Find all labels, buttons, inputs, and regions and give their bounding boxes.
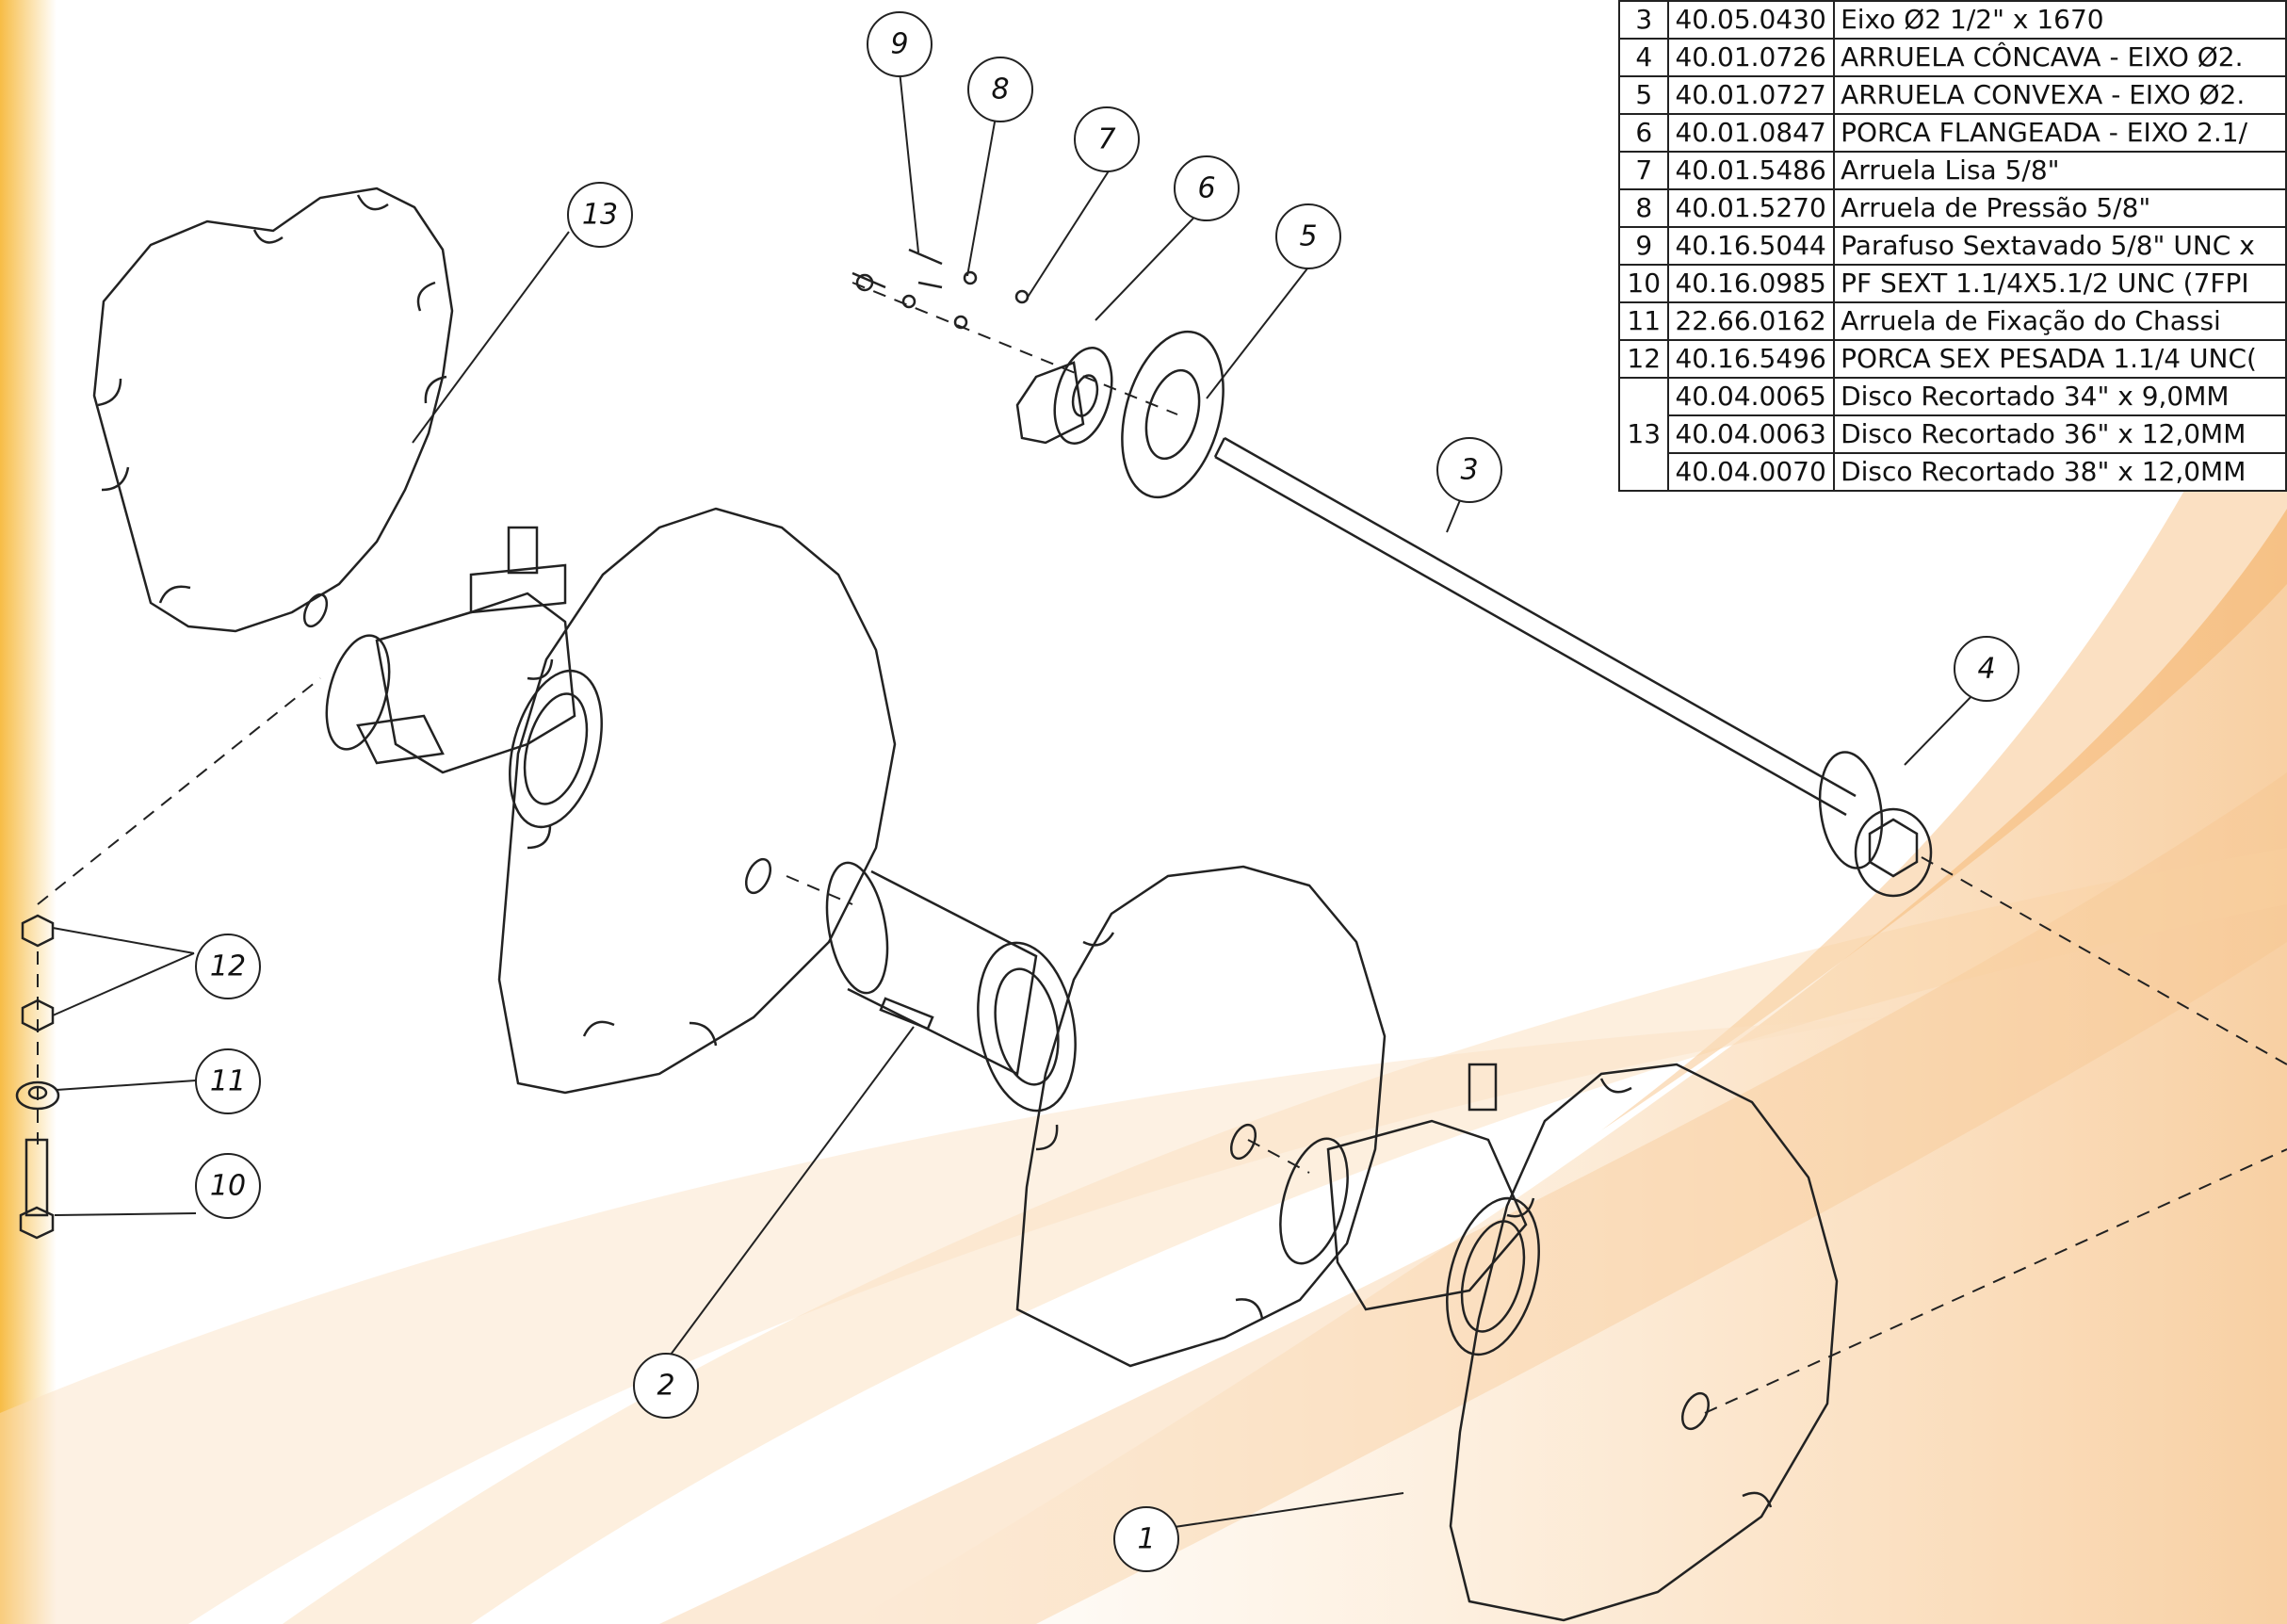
callout-12 — [195, 934, 261, 999]
axle-shaft — [1213, 436, 1933, 898]
table-row: 9 40.16.5044 Parafuso Sextavado 5/8" UNC… — [1617, 226, 2287, 266]
item-number: 4 — [1617, 38, 1670, 77]
item-number: 7 — [1617, 151, 1670, 190]
part-description: Disco Recortado 36" x 12,0MM — [1833, 414, 2287, 454]
item-number: 10 — [1617, 264, 1670, 303]
table-row: 40.04.0063 Disco Recortado 36" x 12,0MM — [1619, 414, 2287, 454]
callout-label-5: 5 — [1299, 220, 1317, 253]
table-row: 10 40.16.0985 PF SEXT 1.1/4X5.1/2 UNC (7… — [1617, 264, 2287, 303]
flanged-nut — [1015, 347, 1113, 445]
callout-13 — [567, 182, 633, 248]
table-row: 7 40.01.5486 Arruela Lisa 5/8" — [1617, 151, 2287, 190]
callout-1 — [1113, 1506, 1179, 1572]
part-description: Arruela de Pressão 5/8" — [1833, 188, 2287, 228]
disc-bottom-right — [1449, 1063, 1839, 1622]
callout-label-9: 9 — [890, 28, 908, 61]
bearing-housing-left — [325, 526, 603, 829]
part-code: 40.05.0430 — [1667, 0, 1836, 40]
callout-label-1: 1 — [1137, 1523, 1155, 1556]
part-description: Disco Recortado 34" x 9,0MM — [1833, 377, 2287, 416]
disc-13 — [92, 187, 454, 633]
table-row: 11 22.66.0162 Arruela de Fixação do Chas… — [1617, 301, 2287, 341]
item-number: 5 — [1617, 75, 1670, 115]
callout-3 — [1436, 437, 1502, 503]
parts-list-table: 3 40.05.0430 Eixo Ø2 1/2" x 1670 4 40.01… — [1617, 0, 2287, 492]
item-number: 8 — [1617, 188, 1670, 228]
table-row: 3 40.05.0430 Eixo Ø2 1/2" x 1670 — [1617, 0, 2287, 40]
table-row: 13 40.04.0065 Disco Recortado 34" x 9,0M… — [1617, 377, 2287, 492]
callout-label-6: 6 — [1197, 172, 1215, 205]
part-code: 40.01.0847 — [1667, 113, 1836, 153]
part-code: 40.16.5496 — [1667, 339, 1836, 379]
part-code: 40.01.5270 — [1667, 188, 1836, 228]
callout-4 — [1954, 636, 2019, 702]
part-code: 40.04.0070 — [1667, 452, 1836, 492]
callout-5 — [1275, 203, 1341, 269]
spacer-tube — [825, 861, 1077, 1112]
callout-label-3: 3 — [1460, 454, 1478, 487]
part-code: 40.01.0726 — [1667, 38, 1836, 77]
disc-center — [1015, 865, 1387, 1368]
part-description: ARRUELA CÔNCAVA - EIXO Ø2. — [1833, 38, 2287, 77]
disc-center-left — [497, 507, 897, 1095]
table-row: 4 40.01.0726 ARRUELA CÔNCAVA - EIXO Ø2. — [1617, 38, 2287, 77]
part-code: 40.16.5044 — [1667, 226, 1836, 266]
part-description: Arruela de Fixação do Chassi — [1833, 301, 2287, 341]
part-code: 40.04.0065 — [1667, 377, 1836, 416]
callout-label-11: 11 — [210, 1065, 246, 1098]
part-code: 40.01.0727 — [1667, 75, 1836, 115]
item-number: 6 — [1617, 113, 1670, 153]
item-number: 12 — [1617, 339, 1670, 379]
callout-7 — [1074, 106, 1140, 172]
part-description: Arruela Lisa 5/8" — [1833, 151, 2287, 190]
callout-label-4: 4 — [1977, 653, 1995, 686]
table-row: 6 40.01.0847 PORCA FLANGEADA - EIXO 2.1/ — [1617, 113, 2287, 153]
callout-2 — [633, 1353, 699, 1419]
bolts-and-washers — [852, 248, 1030, 330]
part-description: Disco Recortado 38" x 12,0MM — [1833, 452, 2287, 492]
convex-washer — [1121, 330, 1225, 499]
item-number: 3 — [1617, 0, 1670, 40]
item-number: 9 — [1617, 226, 1670, 266]
part-description: ARRUELA CONVEXA - EIXO Ø2. — [1833, 75, 2287, 115]
table-row: 5 40.01.0727 ARRUELA CONVEXA - EIXO Ø2. — [1617, 75, 2287, 115]
part-code: 40.04.0063 — [1667, 414, 1836, 454]
callout-label-2: 2 — [657, 1370, 674, 1403]
table-row: 40.04.0070 Disco Recortado 38" x 12,0MM — [1619, 452, 2287, 492]
assembly-centerlines — [37, 282, 2287, 1414]
part-description: Parafuso Sextavado 5/8" UNC x — [1833, 226, 2287, 266]
table-row: 12 40.16.5496 PORCA SEX PESADA 1.1/4 UNC… — [1617, 339, 2287, 379]
callout-label-7: 7 — [1097, 123, 1115, 156]
callout-label-12: 12 — [210, 950, 246, 983]
callout-label-13: 13 — [582, 199, 618, 232]
item-number: 13 — [1617, 377, 1670, 492]
part-description: Eixo Ø2 1/2" x 1670 — [1833, 0, 2287, 40]
callout-10 — [195, 1153, 261, 1219]
table-row: 8 40.01.5270 Arruela de Pressão 5/8" — [1617, 188, 2287, 228]
part-description: PORCA SEX PESADA 1.1/4 UNC( — [1833, 339, 2287, 379]
part-code: 22.66.0162 — [1667, 301, 1836, 341]
part-description: PF SEXT 1.1/4X5.1/2 UNC (7FPI — [1833, 264, 2287, 303]
item-number: 11 — [1617, 301, 1670, 341]
leader-lines — [52, 70, 1979, 1532]
part-code: 40.16.0985 — [1667, 264, 1836, 303]
callout-11 — [195, 1048, 261, 1114]
callout-label-8: 8 — [991, 73, 1009, 106]
part-description: PORCA FLANGEADA - EIXO 2.1/ — [1833, 113, 2287, 153]
callout-8 — [967, 57, 1033, 122]
callout-6 — [1174, 155, 1240, 221]
callout-9 — [867, 11, 933, 77]
part-code: 40.01.5486 — [1667, 151, 1836, 190]
callout-label-10: 10 — [210, 1170, 246, 1203]
